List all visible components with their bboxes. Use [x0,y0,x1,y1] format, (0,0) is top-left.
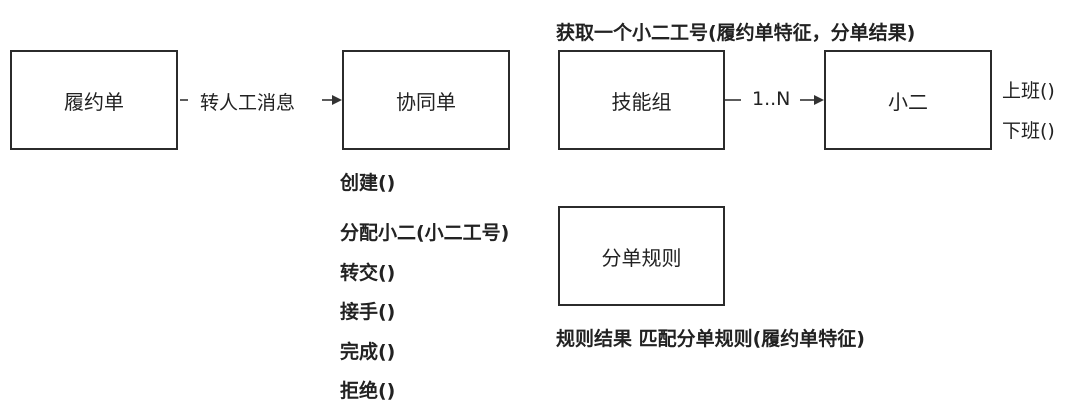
node-agent: 小二 [824,50,992,150]
agent-method-on-duty: 上班() [1002,80,1055,102]
collab-method-reject: 拒绝() [340,380,396,402]
collab-method-takeover: 接手() [340,301,396,323]
agent-method-off-duty: 下班() [1002,120,1055,142]
node-label: 履约单 [64,89,124,114]
node-collab-order: 协同单 [342,50,510,150]
collab-method-assign: 分配小二(小二工号) [340,222,510,244]
collab-method-create: 创建() [340,172,396,194]
annotation-get-agent-id: 获取一个小二工号(履约单特征，分单结果) [556,22,916,44]
collab-method-transfer: 转交() [340,262,396,284]
node-label: 小二 [888,89,928,114]
node-fulfillment-order: 履约单 [10,50,178,150]
arrowhead-collab [332,95,342,105]
node-skill-group: 技能组 [558,50,725,150]
collab-method-complete: 完成() [340,341,396,363]
edge-label-transfer-message: 转人工消息 [200,92,296,114]
node-dispatch-rule: 分单规则 [558,206,725,306]
edge-label-cardinality: 1..N [752,88,791,110]
node-label: 分单规则 [601,245,682,270]
node-label: 技能组 [611,89,672,114]
node-label: 协同单 [396,89,456,114]
arrowhead-agent [814,95,824,105]
annotation-rule-match: 规则结果 匹配分单规则(履约单特征) [556,328,865,350]
